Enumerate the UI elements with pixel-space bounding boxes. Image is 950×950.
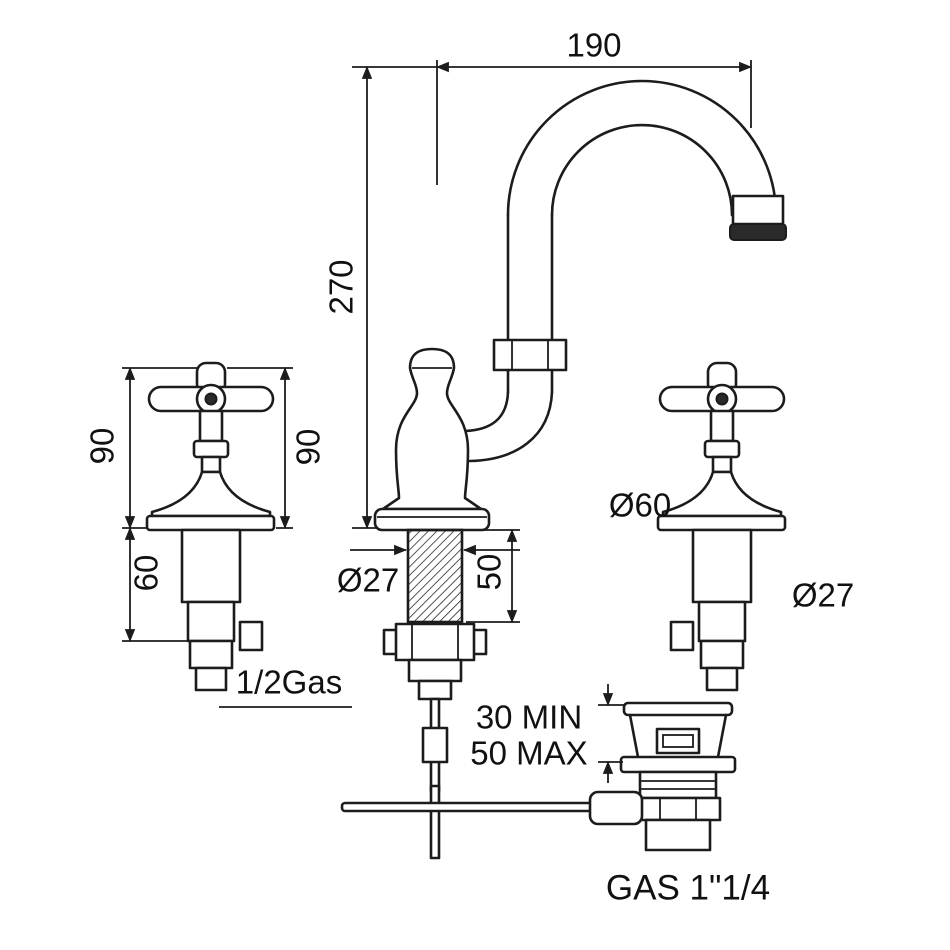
pop-up-rod-linkage [340, 697, 602, 860]
dim-label-spout-height: 270 [323, 259, 360, 314]
aerator-tip [729, 223, 787, 241]
dimension-left-handle-height: 90 [84, 366, 197, 530]
waste-slot [655, 727, 701, 755]
dimension-handle-body-height: 60 [122, 526, 190, 643]
dim-label-deck-min: 30 MIN [476, 699, 582, 736]
handle-neck [200, 455, 222, 474]
swan-junction-inner [463, 390, 510, 433]
handle-body-lower [186, 600, 236, 643]
valve-hex-nut [394, 622, 476, 662]
spout-inner-arc [550, 123, 734, 217]
label-escutcheon-diameter: Ø60 [609, 487, 671, 524]
valve-assembly [382, 622, 488, 701]
dim-label-shank-diameter: Ø27 [337, 562, 399, 599]
handle-hub-screw [204, 392, 218, 406]
label-body-diameter: Ø27 [792, 577, 854, 614]
tie-rod-horizontal [340, 801, 602, 813]
spout-outlet [731, 194, 785, 226]
handle-hub-screw [715, 392, 729, 406]
handle-stem [198, 409, 224, 443]
rod-connector [421, 726, 449, 764]
handle-collar [703, 439, 741, 459]
spout-union-nut [492, 338, 568, 372]
waste-lock-nut [634, 796, 722, 822]
waste-body [638, 770, 718, 800]
threaded-shank [406, 528, 464, 624]
waste-top-rim [622, 701, 734, 717]
dim-label-handle-height-left: 90 [84, 428, 121, 465]
left-handle [145, 361, 276, 692]
right-handle [656, 361, 787, 692]
escutcheon-rim [145, 514, 276, 532]
handle-stem [709, 409, 735, 443]
dim-label-deck-max: 50 MAX [470, 735, 587, 772]
handle-neck [711, 455, 733, 474]
dimension-deck-thickness: 30 MIN 50 MAX [470, 684, 626, 783]
waste-side-right [716, 713, 728, 759]
valve-lower-band [417, 679, 453, 701]
swan-junction-outer [468, 390, 554, 463]
handle-tailpiece [194, 666, 228, 692]
dim-label-spout-reach: 190 [566, 27, 621, 64]
label-inlet-thread: 1/2Gas [236, 663, 342, 700]
dim-label-handle-body-height: 60 [128, 555, 165, 592]
dimension-center-height: 90 [227, 366, 327, 530]
shank-thread-hatch [406, 528, 464, 624]
handle-base-nut [699, 639, 745, 670]
dimension-shank-length: 50 [466, 528, 520, 624]
handle-body-upper [691, 528, 753, 604]
waste-tailpiece [644, 818, 712, 852]
valve-mid-band [407, 658, 463, 683]
pop-up-waste [588, 701, 737, 852]
side-outlet-tab [669, 620, 695, 652]
dimension-spout-reach: 190 [435, 27, 753, 185]
handle-base-nut [188, 639, 234, 670]
linkage-clamp [588, 790, 644, 826]
faucet-body [373, 347, 491, 532]
escutcheon-rim [656, 514, 787, 532]
dim-label-shank-length: 50 [471, 554, 508, 591]
side-outlet-tab [238, 620, 264, 652]
dim-label-handle-height-center: 90 [290, 429, 327, 466]
body-vase-outline [381, 347, 483, 511]
handle-collar [192, 439, 230, 459]
handle-body-lower [697, 600, 747, 643]
label-waste-thread: GAS 1"1/4 [606, 868, 770, 907]
spout-outer-arc [506, 79, 778, 217]
dimension-spout-height: 270 [323, 65, 437, 530]
bell-escutcheon [150, 470, 272, 518]
callout-inlet-thread: 1/2Gas [219, 663, 352, 708]
bell-escutcheon [661, 470, 783, 518]
rod-cross-vertical [429, 784, 441, 860]
waste-slot-inner [662, 734, 694, 748]
handle-tailpiece [705, 666, 739, 692]
gooseneck-spout [463, 79, 787, 463]
dimension-shank-diameter: Ø27 [337, 544, 520, 599]
waste-side-left [628, 713, 640, 759]
deck-flange [373, 507, 491, 532]
handle-body-upper [180, 528, 242, 604]
waste-mid-rim [619, 755, 737, 774]
